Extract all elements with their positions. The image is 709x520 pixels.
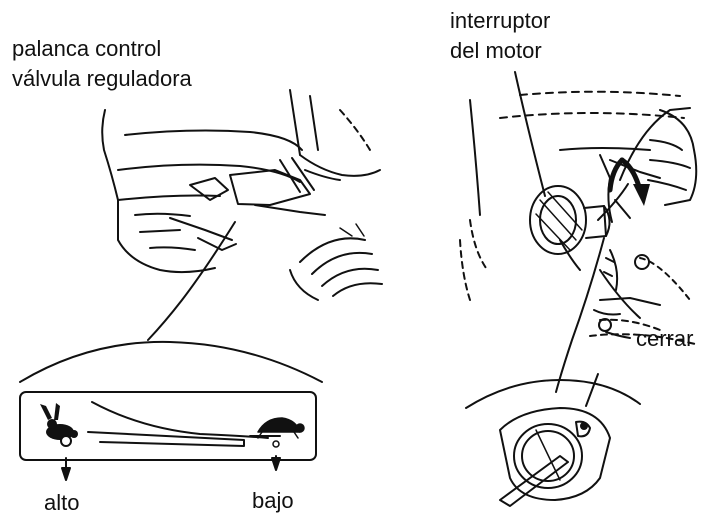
high-marker <box>62 468 70 480</box>
throttle-lever-label-line1: palanca control <box>12 36 161 62</box>
switch-leader-line <box>515 72 545 196</box>
throttle-cable <box>148 222 235 340</box>
low-marker <box>272 458 280 470</box>
hand-illustration <box>620 108 696 205</box>
rabbit-icon <box>40 403 78 446</box>
turtle-icon <box>258 418 304 447</box>
close-label: cerrar <box>636 326 693 352</box>
stop-dial-panel <box>466 374 640 506</box>
low-speed-label: bajo <box>252 488 294 514</box>
engine-switch-label-line2: del motor <box>450 38 542 64</box>
switch-cable <box>556 238 604 392</box>
engine-body-right <box>460 92 695 344</box>
speed-control-panel <box>20 342 322 470</box>
high-speed-label: alto <box>44 490 79 516</box>
throttle-lever-label-line2: válvula reguladora <box>12 66 192 92</box>
engine-switch-label-line1: interruptor <box>450 8 550 34</box>
engine-body-left <box>102 90 382 300</box>
